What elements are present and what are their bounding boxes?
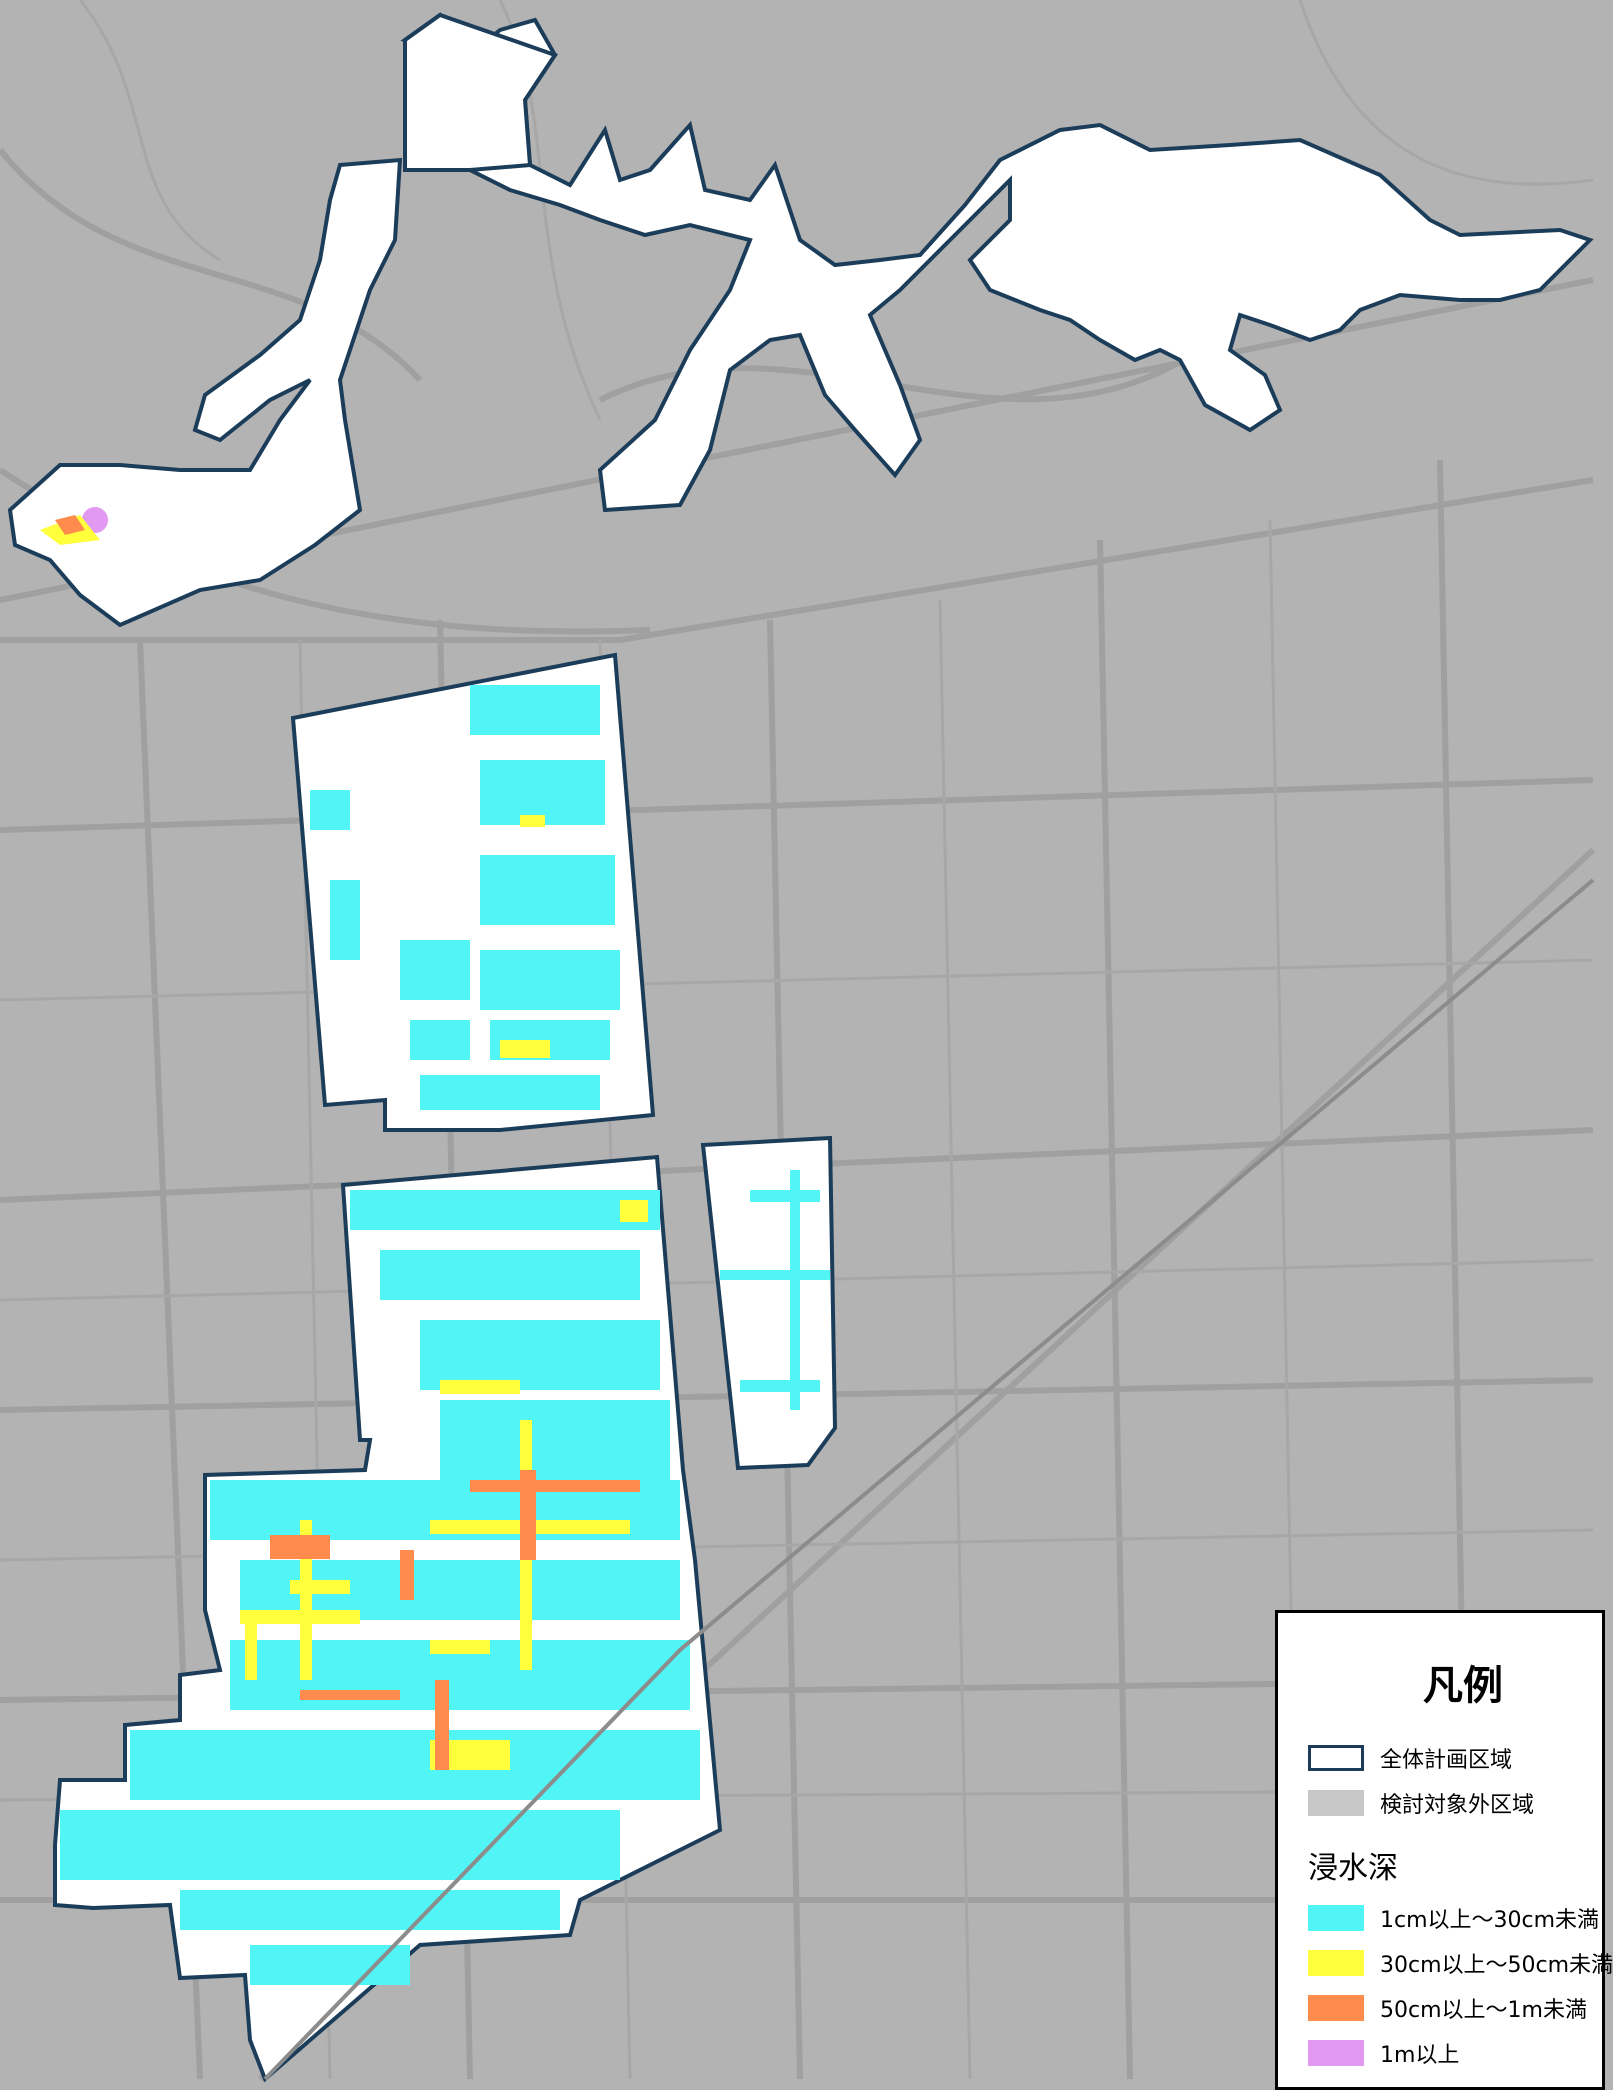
- legend-row-depth-1: 1cm以上～30cm未満: [1308, 1903, 1599, 1933]
- plan-area-east-block: [700, 1135, 838, 1471]
- legend-label-plan-area: 全体計画区域: [1380, 1748, 1513, 1773]
- plan-area-north-strip: [400, 12, 1594, 513]
- legend-swatch-depth-3: [1308, 1995, 1364, 2021]
- legend-row-plan-area: 全体計画区域: [1308, 1743, 1512, 1773]
- flood-orange-south: [270, 1470, 640, 1770]
- legend-row-depth-4: 1m以上: [1308, 2038, 1459, 2068]
- plan-area-central-north: [290, 652, 656, 1132]
- map-legend: 凡例 全体計画区域 検討対象外区域 浸水深 1cm以上～30cm未満 30cm以上…: [1275, 1610, 1613, 2090]
- legend-swatch-depth-1: [1308, 1905, 1364, 1931]
- plan-area-south-block: [53, 1154, 723, 2083]
- legend-swatch-excluded: [1308, 1790, 1364, 1816]
- legend-title: 凡例: [1423, 1663, 1503, 1709]
- plan-area-west-strip: [7, 157, 403, 628]
- legend-label-excluded: 検討対象外区域: [1380, 1793, 1535, 1818]
- legend-label-depth-4: 1m以上: [1380, 2043, 1460, 2068]
- legend-label-depth-2: 30cm以上～50cm未満: [1380, 1953, 1613, 1978]
- legend-swatch-plan-area: [1308, 1745, 1364, 1771]
- legend-swatch-depth-4: [1308, 2040, 1364, 2066]
- legend-swatch-depth-2: [1308, 1950, 1364, 1976]
- railway-line: [263, 878, 1595, 2081]
- legend-row-excluded: 検討対象外区域: [1308, 1788, 1534, 1818]
- legend-label-depth-1: 1cm以上～30cm未満: [1380, 1908, 1600, 1933]
- legend-row-depth-3: 50cm以上～1m未満: [1308, 1993, 1587, 2023]
- legend-row-depth-2: 30cm以上～50cm未満: [1308, 1948, 1613, 1978]
- legend-label-depth-3: 50cm以上～1m未満: [1380, 1998, 1587, 2023]
- legend-depth-heading: 浸水深: [1308, 1851, 1398, 1886]
